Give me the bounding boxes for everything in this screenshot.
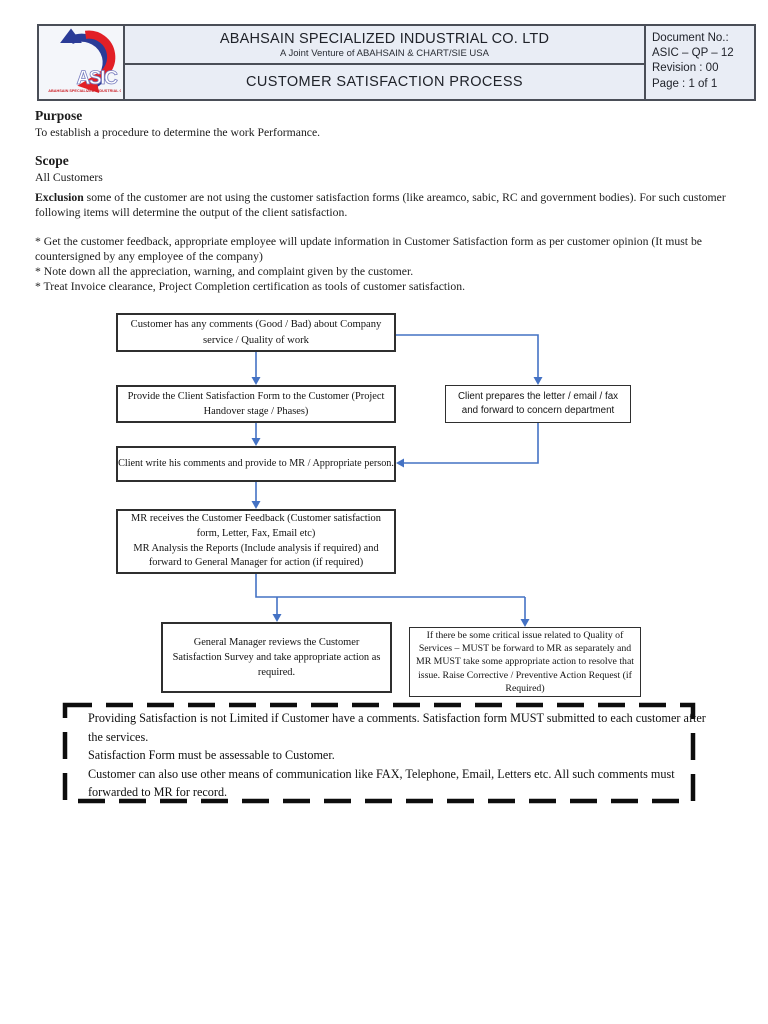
flow-box-critical-issue: If there be some critical issue related …	[409, 627, 641, 697]
note-box-text: Providing Satisfaction is not Limited if…	[88, 709, 706, 802]
note-line: Providing Satisfaction is not Limited if…	[88, 711, 706, 744]
flow-box-provide-form: Provide the Client Satisfaction Form to …	[116, 385, 396, 423]
purpose-text: To establish a procedure to determine th…	[35, 126, 321, 139]
flow-box-client-writes: Client write his comments and provide to…	[116, 446, 396, 482]
company-name: ABAHSAIN SPECIALIZED INDUSTRIAL CO. LTD	[219, 31, 550, 47]
bullet-list: * Get the customer feedback, appropriate…	[35, 234, 749, 294]
document-title: CUSTOMER SATISFACTION PROCESS	[246, 74, 523, 90]
mr-receives-line: MR Analysis the Reports (Include analysi…	[133, 542, 379, 569]
exclusion-paragraph: Exclusion some of the customer are not u…	[35, 190, 749, 220]
joint-venture-line: A Joint Venture of ABAHSAIN & CHART/SIE …	[280, 48, 489, 59]
doc-no-value: ASIC – QP – 12	[652, 47, 734, 60]
bullet-item: * Treat Invoice clearance, Project Compl…	[35, 280, 466, 293]
document-info-cell: Document No.: ASIC – QP – 12 Revision : …	[644, 26, 754, 99]
note-line: Satisfaction Form must be assessable to …	[88, 748, 335, 763]
header-table: ASIC ABAHSAIN SPECIALIZED INDUSTRIAL CO.…	[37, 24, 756, 101]
flow-box-mr-receives: MR receives the Customer Feedback (Custo…	[116, 509, 396, 574]
bullet-item: * Get the customer feedback, appropriate…	[35, 235, 702, 263]
revision-value: Revision : 00	[652, 62, 719, 75]
note-box-border	[62, 702, 696, 804]
note-line: Customer can also use other means of com…	[88, 766, 675, 800]
scope-text: All Customers	[35, 171, 103, 184]
logo-caption: ABAHSAIN SPECIALIZED INDUSTRIAL CO.	[48, 89, 121, 93]
flow-box-customer-comments: Customer has any comments (Good / Bad) a…	[116, 313, 396, 352]
logo-text: ASIC	[76, 67, 118, 88]
logo-cell: ASIC ABAHSAIN SPECIALIZED INDUSTRIAL CO.	[39, 26, 125, 99]
asic-logo-icon: ASIC ABAHSAIN SPECIALIZED INDUSTRIAL CO.	[48, 27, 121, 93]
bullet-item: * Note down all the appreciation, warnin…	[35, 265, 414, 278]
doc-no-label: Document No.:	[652, 32, 729, 44]
company-header: ABAHSAIN SPECIALIZED INDUSTRIAL CO. LTD …	[125, 26, 644, 65]
exclusion-text: some of the customer are not using the c…	[35, 191, 726, 219]
mr-receives-line: MR receives the Customer Feedback (Custo…	[131, 512, 381, 539]
header-middle-column: ABAHSAIN SPECIALIZED INDUSTRIAL CO. LTD …	[125, 26, 644, 99]
document-title-cell: CUSTOMER SATISFACTION PROCESS	[125, 65, 644, 99]
flow-box-gm-reviews: General Manager reviews the Customer Sat…	[161, 622, 392, 693]
exclusion-label: Exclusion	[35, 191, 84, 204]
scope-heading: Scope	[35, 153, 69, 168]
page-value: Page : 1 of 1	[652, 77, 718, 90]
flow-box-client-prepares: Client prepares the letter / email / fax…	[445, 385, 631, 423]
purpose-heading: Purpose	[35, 108, 83, 123]
